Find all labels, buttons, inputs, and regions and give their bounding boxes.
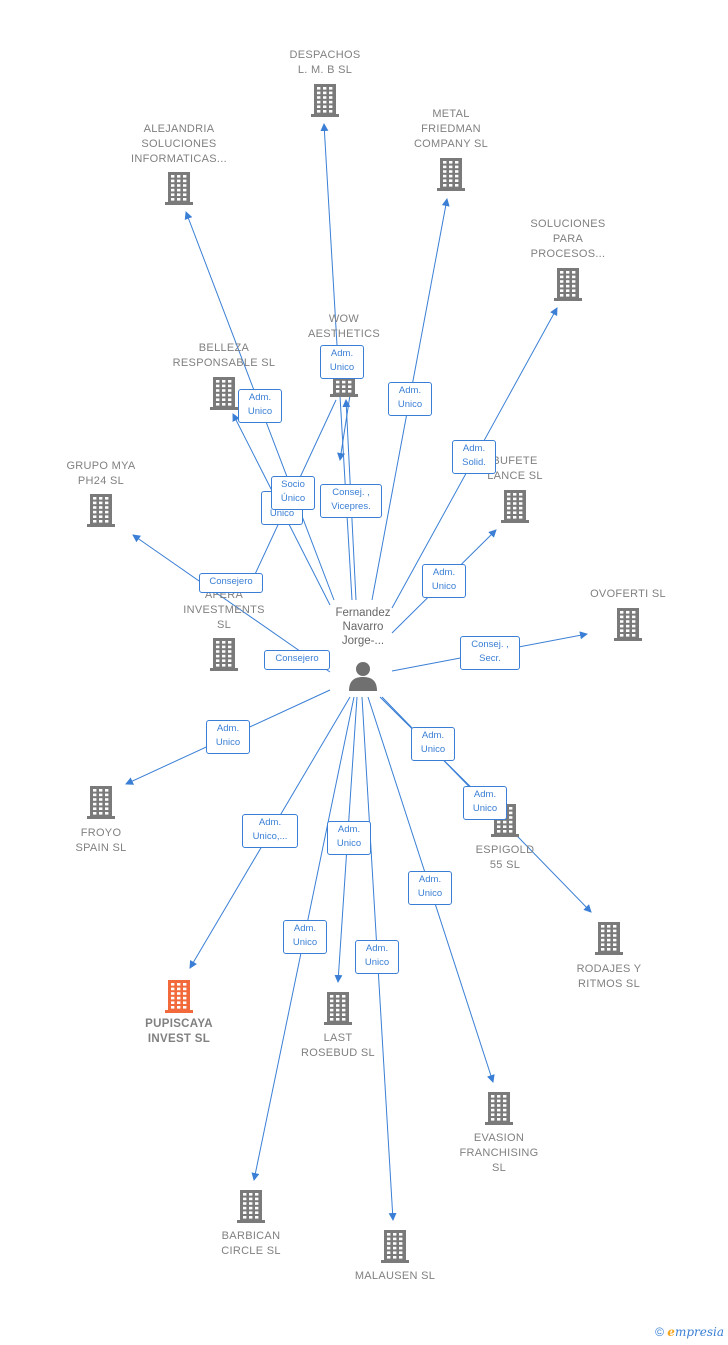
company-label: METAL FRIEDMAN COMPANY SL: [413, 108, 489, 150]
company-label: FROYO SPAIN SL: [75, 827, 127, 854]
relation-label-ovoferti[interactable]: Consej. , Secr.: [460, 636, 520, 670]
company-node-evasion[interactable]: EVASION FRANCHISING SL: [439, 1131, 559, 1176]
relation-label-last[interactable]: Adm. Unico: [327, 821, 371, 855]
edge-to-grupo: [132, 534, 331, 673]
company-node-wow[interactable]: WOW AESTHETICS: [289, 312, 399, 342]
relation-label-espigold[interactable]: Adm. Unico: [411, 727, 455, 761]
company-label: AFERA INVESTMENTS SL: [183, 589, 265, 631]
company-label: BELLEZA RESPONSABLE SL: [172, 342, 276, 369]
relation-label-froyo[interactable]: Adm. Unico: [206, 720, 250, 754]
relation-label-despachos[interactable]: Adm. Unico: [320, 345, 364, 379]
company-node-espigold[interactable]: ESPIGOLD 55 SL: [450, 843, 560, 873]
company-label: GRUPO MYA PH24 SL: [66, 460, 136, 487]
company-label: WOW AESTHETICS: [307, 313, 381, 340]
company-label: PUPISCAYA INVEST SL: [145, 1018, 213, 1045]
bufete-building-icon: [501, 490, 529, 523]
company-label: BUFETE LANCE SL: [487, 455, 543, 482]
footer-brand: © empresia: [655, 1325, 724, 1339]
company-node-bufete[interactable]: BUFETE LANCE SL: [460, 454, 570, 484]
company-label: LAST ROSEBUD SL: [301, 1032, 375, 1059]
company-label: MALAUSEN SL: [354, 1270, 436, 1282]
rodajes-building-icon: [595, 922, 623, 955]
company-node-ovoferti[interactable]: OVOFERTI SL: [573, 587, 683, 602]
relation-label-barbican[interactable]: Adm. Unico: [283, 920, 327, 954]
person-name: Fernandez Navarro Jorge-...: [335, 607, 391, 647]
person-node[interactable]: [346, 660, 380, 692]
company-node-malausen[interactable]: MALAUSEN SL: [340, 1269, 450, 1284]
company-label: ALEJANDRIA SOLUCIONES INFORMATICAS...: [131, 123, 227, 165]
company-node-pupiscaya[interactable]: PUPISCAYA INVEST SL: [119, 1017, 239, 1047]
last-building-icon: [324, 992, 352, 1025]
company-node-belleza[interactable]: BELLEZA RESPONSABLE SL: [159, 341, 289, 371]
company-node-grupo[interactable]: GRUPO MYA PH24 SL: [46, 459, 156, 489]
grupo-building-icon: [87, 494, 115, 527]
barbican-building-icon: [237, 1190, 265, 1223]
company-node-despachos[interactable]: DESPACHOS L. M. B SL: [270, 48, 380, 78]
froyo-building-icon: [87, 786, 115, 819]
metal-building-icon: [437, 158, 465, 191]
relation-label-soluciones[interactable]: Adm. Solid.: [452, 440, 496, 474]
company-label: RODAJES Y RITMOS SL: [576, 963, 642, 990]
relation-label-wow[interactable]: Consej. , Vicepres.: [320, 484, 382, 518]
company-node-last[interactable]: LAST ROSEBUD SL: [283, 1031, 393, 1061]
evasion-building-icon: [485, 1092, 513, 1125]
despachos-building-icon: [311, 84, 339, 117]
company-node-metal[interactable]: METAL FRIEDMAN COMPANY SL: [396, 107, 506, 152]
malausen-building-icon: [381, 1230, 409, 1263]
edge-to-afera: [337, 394, 351, 461]
relation-label-rodajes[interactable]: Adm. Unico: [463, 786, 507, 820]
company-node-soluciones[interactable]: SOLUCIONES PARA PROCESOS...: [513, 217, 623, 262]
pupiscaya-building-icon: [165, 980, 193, 1013]
person-icon: [349, 662, 377, 691]
copyright-icon: ©: [655, 1325, 664, 1339]
relation-label-grupo[interactable]: Consejero: [199, 573, 263, 593]
relation-label-evasion[interactable]: Adm. Unico: [408, 871, 452, 905]
company-label: DESPACHOS L. M. B SL: [289, 49, 361, 76]
relation-label-alejandria[interactable]: Adm. Unico: [238, 389, 282, 423]
company-node-froyo[interactable]: FROYO SPAIN SL: [46, 826, 156, 856]
company-label: OVOFERTI SL: [590, 588, 666, 600]
company-label: EVASION FRANCHISING SL: [459, 1132, 539, 1174]
company-label: BARBICAN CIRCLE SL: [221, 1230, 281, 1257]
company-node-afera[interactable]: AFERA INVESTMENTS SL: [169, 588, 279, 633]
soluciones-building-icon: [554, 268, 582, 301]
company-label: ESPIGOLD 55 SL: [475, 844, 535, 871]
afera-building-icon: [210, 638, 238, 671]
alejandria-building-icon: [165, 172, 193, 205]
ovoferti-building-icon: [614, 608, 642, 641]
relation-label-malausen[interactable]: Adm. Unico: [355, 940, 399, 974]
relation-label-metal[interactable]: Adm. Unico: [388, 382, 432, 416]
company-node-barbican[interactable]: BARBICAN CIRCLE SL: [196, 1229, 306, 1259]
belleza-building-icon: [210, 377, 238, 410]
company-node-rodajes[interactable]: RODAJES Y RITMOS SL: [554, 962, 664, 992]
relation-label-afera[interactable]: Consejero: [264, 650, 330, 670]
relation-label-pupiscaya[interactable]: Adm. Unico,...: [242, 814, 298, 848]
company-label: SOLUCIONES PARA PROCESOS...: [530, 218, 606, 260]
brand-logo: empresia: [667, 1325, 724, 1339]
company-node-alejandria[interactable]: ALEJANDRIA SOLUCIONES INFORMATICAS...: [114, 122, 244, 167]
relation-label-belleza[interactable]: Socio Único: [271, 476, 315, 510]
relation-label-bufete[interactable]: Adm. Unico: [422, 564, 466, 598]
